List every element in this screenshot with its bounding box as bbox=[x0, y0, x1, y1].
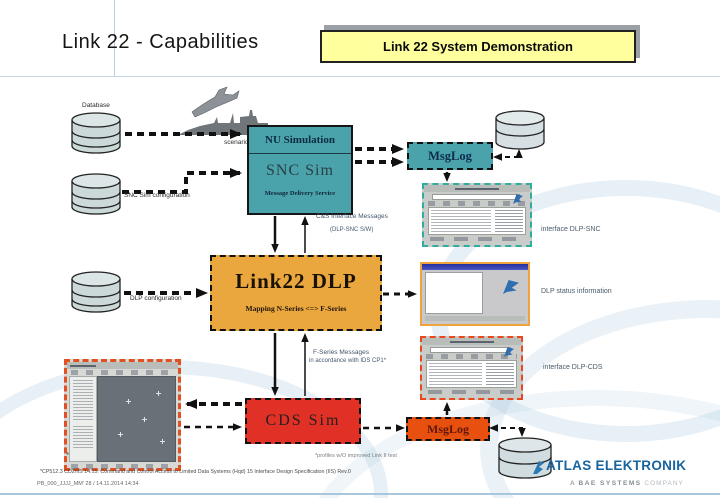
bae-tagline: A BAE SYSTEMS COMPANY bbox=[570, 480, 684, 487]
mini-window-field bbox=[432, 194, 520, 200]
document-id: PB_000_JJJJ_MM' 28 / 14.11.2014 14:34 bbox=[37, 481, 139, 487]
snc-config-label: SNC Sim configuration bbox=[124, 192, 190, 199]
interface-dlp-cds-label: interface DLP-CDS bbox=[543, 364, 603, 371]
jet-silhouette bbox=[191, 86, 240, 118]
dlp-mapping-label: Mapping N-Series <=> F-Series bbox=[245, 304, 347, 313]
atlas-wordmark: ATLAS ELEKTRONIK bbox=[546, 458, 687, 473]
dlp-config-label: DLP configuration bbox=[130, 295, 182, 302]
mini-window-buttons bbox=[428, 390, 515, 394]
mini-window-logo-icon bbox=[513, 194, 523, 204]
mini-window-map-panel bbox=[97, 376, 176, 462]
node-nu-simulation: NU Simulation SNC Sim Message Delivery S… bbox=[247, 125, 353, 215]
dlp-status-label: DLP status information bbox=[541, 288, 612, 295]
interface-dlp-snc-label: interface DLP-SNC bbox=[541, 226, 601, 233]
screenshot-cds-display bbox=[64, 359, 181, 471]
mini-window-logo-icon bbox=[503, 280, 519, 294]
screenshot-interface-dlp-cds bbox=[420, 336, 523, 400]
mini-window-titlebar bbox=[422, 264, 528, 270]
message-delivery-service-label: Message Delivery Service bbox=[264, 190, 336, 197]
mini-window-toolbar bbox=[426, 354, 517, 359]
tagline-prefix: A bbox=[570, 480, 576, 487]
tagline-company: COMPANY bbox=[644, 480, 684, 487]
database-label: Database bbox=[82, 102, 110, 109]
node-msglog-top: MsgLog bbox=[407, 142, 493, 170]
f-series-label: F-Series Messages bbox=[313, 349, 369, 356]
mini-window-toolbar bbox=[428, 201, 526, 206]
link22-dlp-title: Link22 DLP bbox=[235, 269, 357, 293]
mini-window-titlebar bbox=[422, 338, 521, 345]
profiles-note: *profiles w/O improved Link II test bbox=[315, 453, 397, 459]
mini-window-logo-panel bbox=[483, 272, 525, 314]
mini-window-field bbox=[430, 347, 511, 353]
mini-window-buttons bbox=[430, 237, 524, 241]
asterisk-marker: * bbox=[66, 451, 70, 460]
cs-interface-label: C&S Interface Messages bbox=[316, 213, 388, 220]
snc-sim-label: SNC Sim bbox=[266, 162, 334, 179]
nu-simulation-title: NU Simulation bbox=[249, 127, 351, 154]
mini-window-tree-panel bbox=[69, 376, 97, 462]
template-vertical-line bbox=[114, 0, 115, 76]
tagline-bae-systems: BAE SYSTEMS bbox=[578, 480, 642, 487]
database-cylinder-msglog-top bbox=[495, 110, 545, 150]
footnote-text: *CP512.3 CD2/IIS 14.15: Command and Cont… bbox=[40, 469, 351, 475]
database-cylinder-dlp-config bbox=[71, 271, 121, 313]
banner-box: Link 22 System Demonstration bbox=[320, 30, 636, 63]
mini-window-menubar bbox=[71, 370, 174, 375]
screenshot-dlp-status bbox=[420, 262, 530, 326]
database-cylinder-snc-config bbox=[71, 173, 121, 215]
mini-window-list bbox=[428, 207, 526, 235]
template-horizontal-line bbox=[0, 76, 720, 77]
mini-window-titlebar bbox=[67, 362, 178, 369]
f-series-sub-label: in accordance with IDS CP1* bbox=[309, 358, 387, 364]
mini-window-logo-icon bbox=[504, 347, 514, 357]
database-cylinder-scenarios bbox=[71, 112, 121, 154]
banner-label: Link 22 System Demonstration bbox=[383, 39, 573, 54]
node-msglog-bottom: MsgLog bbox=[406, 417, 490, 441]
mini-window-text-panel bbox=[425, 272, 483, 314]
mini-window-titlebar bbox=[424, 185, 530, 192]
template-bottom-line bbox=[0, 493, 720, 495]
node-link22-dlp: Link22 DLP Mapping N-Series <=> F-Series bbox=[210, 255, 382, 331]
page-title: Link 22 - Capabilities bbox=[62, 31, 259, 53]
node-cds-sim: CDS Sim bbox=[245, 398, 361, 444]
scenarios-label: scenarios bbox=[224, 139, 252, 146]
mini-window-statusbar bbox=[71, 464, 174, 469]
atlas-logo-icon bbox=[533, 461, 544, 474]
mini-window-list bbox=[426, 360, 517, 388]
mini-window-statusbar bbox=[425, 316, 525, 321]
cs-interface-sub-label: (DLP-SNC S/W) bbox=[330, 227, 374, 233]
screenshot-interface-dlp-snc bbox=[422, 183, 532, 247]
